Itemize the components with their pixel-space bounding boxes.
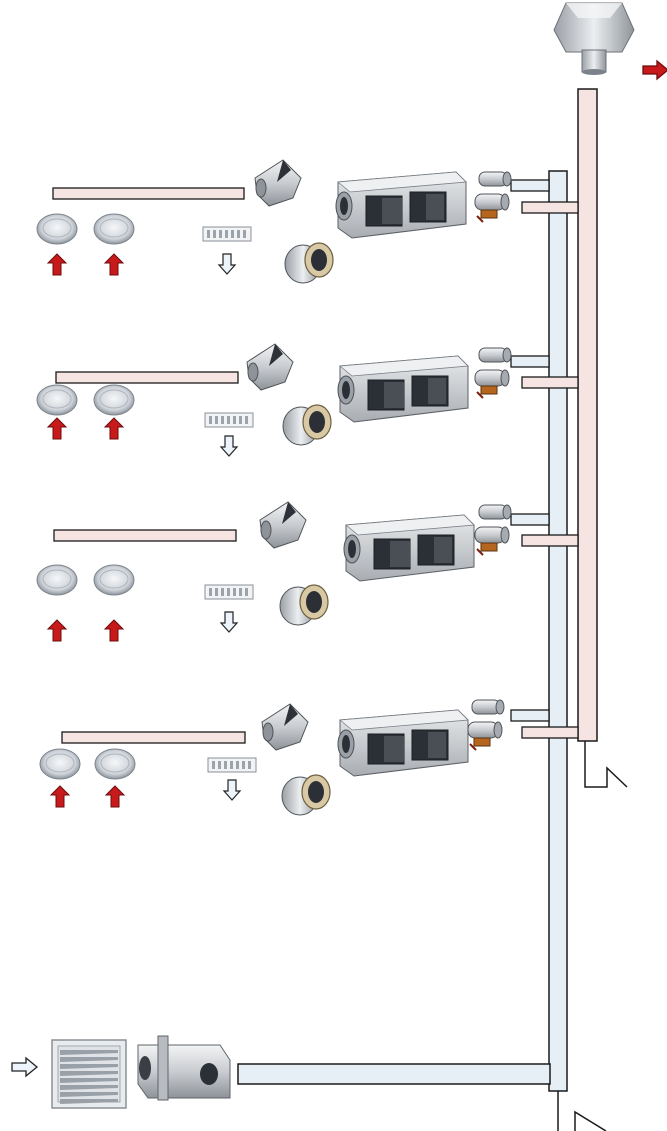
floor-1-supply-branch [510,179,550,192]
floor-2-ceiling-diffuser-2 [93,384,135,416]
floor-4-flow-regulator [467,699,505,751]
floor-3-flow-regulator [474,504,512,556]
floor-4-extract-arrow-icon [222,779,242,801]
floor-2-supply-arrow-1-icon [46,417,68,440]
floor-3-supply-arrow-2-icon [103,619,125,642]
floor-1-exhaust-grille [202,226,252,242]
floor-3-extract-duct [53,529,237,542]
floor-2-heat-recovery-unit [337,355,469,423]
floor-4-supply-arrow-1-icon [49,785,71,808]
floor-ducts [52,179,579,1085]
floor-4-exhaust-grille [207,757,257,773]
floor-3-ceiling-diffuser-1 [36,564,78,596]
floor-4-ceiling-diffuser-2 [94,748,136,780]
floor-1-exhaust-branch [521,201,579,214]
equipment [51,2,635,1109]
floor-3-elbow-fitting [259,501,307,549]
supply-riser-end [557,1091,607,1131]
outflow-arrow-icon [642,59,667,81]
floor-1-extract-arrow-icon [217,253,237,275]
floor-2-supply-branch [510,355,550,368]
floor-3-exhaust-branch [521,534,579,547]
air-flow-arrows [11,59,667,1078]
floor-1-flow-regulator [474,171,512,223]
exhaust-riser [577,88,598,742]
floor-2-ceiling-diffuser-1 [36,384,78,416]
floor-4-exhaust-branch [521,726,579,739]
intake-duct [237,1063,551,1085]
exhaust-riser-end [584,741,628,788]
intake-louvre [51,1039,127,1109]
floor-3-extract-arrow-icon [219,611,239,633]
floor-4-duct-silencer [281,774,331,816]
floor-4-supply-branch [510,709,550,722]
floor-1-heat-recovery-unit [335,171,467,239]
terminals [36,213,257,780]
floor-1-extract-duct [52,187,245,200]
floor-2-flow-regulator [474,347,512,399]
floor-2-extract-duct [55,371,239,384]
floor-4-supply-arrow-2-icon [104,785,126,808]
floor-4-ceiling-diffuser-1 [39,748,81,780]
floor-3-exhaust-grille [204,584,254,600]
floor-2-supply-arrow-2-icon [103,417,125,440]
floor-3-supply-arrow-1-icon [46,619,68,642]
floor-3-duct-silencer [279,584,329,626]
supply-riser [548,170,568,1092]
floor-1-supply-arrow-1-icon [46,253,68,276]
roof-exhaust-cowl [553,2,635,75]
floor-1-elbow-fitting [254,159,302,207]
floor-2-exhaust-branch [521,376,579,389]
inflow-arrow-icon [11,1056,39,1078]
floor-1-duct-silencer [284,242,334,284]
risers [548,88,628,1131]
floor-1-supply-arrow-2-icon [103,253,125,276]
floor-3-heat-recovery-unit [343,514,475,582]
floor-3-ceiling-diffuser-2 [93,564,135,596]
floor-3-supply-branch [510,513,550,526]
floor-4-elbow-fitting [261,703,309,751]
floor-4-heat-recovery-unit [337,709,469,777]
floor-1-ceiling-diffuser-2 [93,213,135,245]
intake-plenum [137,1035,231,1101]
floor-2-exhaust-grille [204,412,254,428]
floor-2-elbow-fitting [246,343,294,391]
floor-4-extract-duct [61,731,246,744]
floor-2-duct-silencer [282,404,332,446]
floor-2-extract-arrow-icon [219,435,239,457]
floor-1-ceiling-diffuser-1 [36,213,78,245]
